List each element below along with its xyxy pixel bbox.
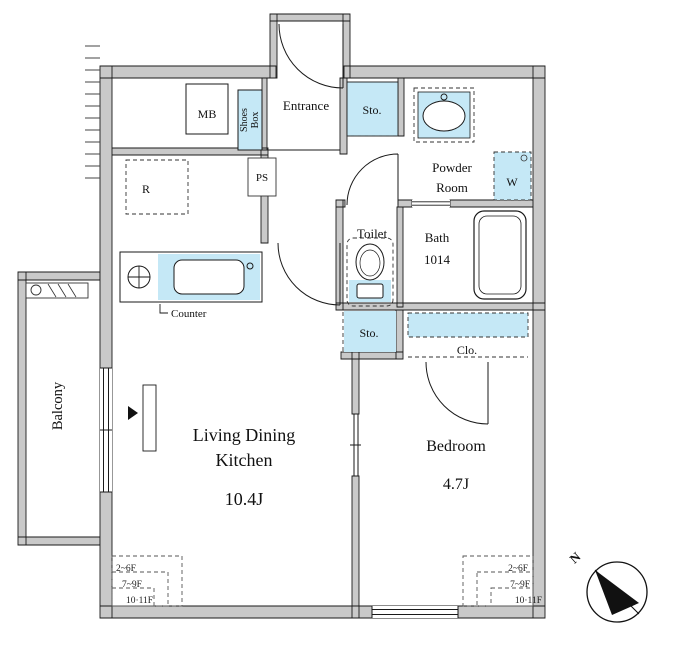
window-gap	[372, 606, 458, 618]
kitchen-counter	[119, 251, 263, 314]
bathtub-outer	[473, 210, 527, 300]
powder-label-line1: Powder	[432, 160, 472, 175]
bedroom-window	[371, 606, 459, 618]
hall-door-arc	[277, 242, 341, 306]
counter-leader-line	[159, 304, 168, 314]
ldk-size-label: 10.4J	[225, 489, 264, 509]
balcony-label: Balcony	[50, 381, 66, 430]
toilet-label: Toilet	[357, 226, 388, 241]
toilet-bowl-icon	[355, 243, 385, 281]
entrance-label: Entrance	[283, 98, 329, 113]
corridor-hatch-icon	[85, 45, 100, 179]
washer-space	[493, 151, 532, 201]
storage-mid-box	[342, 311, 396, 352]
sliding-door-lines	[412, 201, 450, 206]
drain-circle-icon	[30, 284, 42, 296]
floor-note-right-3: 10·11F	[515, 596, 542, 606]
floor-note-right-1: 2~6F	[508, 564, 528, 574]
shoes-box-label-line2: Box	[250, 112, 261, 129]
mb-label: MB	[198, 107, 217, 121]
storage-mid-label: Sto.	[359, 326, 378, 340]
ps-box	[247, 157, 277, 197]
mb-box	[185, 83, 229, 135]
faucet-icon	[246, 262, 254, 270]
floor-notes-right	[462, 555, 534, 607]
ldk-label-line2: Kitchen	[216, 450, 273, 470]
drain-hatch-icon	[47, 283, 77, 298]
shoes-box-label: ShoesBox	[239, 108, 261, 132]
floor-note-left-3: 10·11F	[126, 596, 153, 606]
stove-cross-icon	[128, 266, 150, 288]
ldk-bedroom-sliding-door	[350, 414, 361, 476]
storage-fill	[344, 311, 396, 352]
toilet-dashed-outline	[346, 237, 394, 307]
powder-label-line2: Room	[436, 180, 468, 195]
storage-fill	[346, 81, 399, 137]
washer-tap-icon	[520, 154, 528, 162]
bedroom-door-arc	[425, 361, 489, 425]
shoes-box-label-line1: Shoes	[239, 108, 250, 132]
window-glass-lines	[371, 606, 459, 618]
sliding-door-lines	[350, 414, 361, 476]
north-label: N	[566, 549, 583, 567]
bedroom-label: Bedroom	[426, 438, 486, 455]
bath-label: Bath	[425, 230, 450, 245]
sink-bowl-icon	[173, 259, 245, 295]
balcony-structure	[17, 271, 101, 546]
floor-note-left-1: 2~6F	[116, 564, 136, 574]
closet-fill	[407, 312, 529, 338]
washer-label: W	[506, 175, 518, 189]
compass-icon	[586, 561, 648, 623]
doors	[277, 23, 489, 425]
bedroom-size-label: 4.7J	[443, 476, 469, 493]
washer-fill	[493, 151, 532, 201]
floor-notes-left	[111, 555, 183, 607]
door-gap	[412, 200, 450, 207]
bathtub-inner	[478, 215, 522, 295]
counter-label: Counter	[171, 308, 207, 320]
fridge-space	[125, 159, 189, 215]
direction-marker-icon	[128, 406, 138, 420]
washbasin	[413, 87, 475, 143]
bath-size-label: 1014	[424, 252, 451, 267]
balcony-drain-icon	[25, 282, 89, 299]
entrance-door-arc	[278, 23, 344, 89]
toilet-tank-icon	[356, 283, 384, 299]
basin-faucet-icon	[440, 93, 448, 101]
floor-note-box	[490, 587, 534, 607]
toilet-fixture	[346, 237, 394, 307]
closet-label: Clo.	[457, 343, 477, 357]
floor-note-box	[111, 587, 155, 607]
bathtub-icon	[473, 210, 527, 300]
basin-bowl-icon	[422, 100, 466, 132]
basin-dashed-outline	[413, 87, 475, 143]
fridge-label: R	[142, 182, 150, 196]
compass-needle	[595, 570, 639, 615]
toilet-door-arc	[346, 153, 399, 206]
storage-top-box	[346, 81, 399, 137]
toilet-seat-icon	[359, 249, 381, 277]
sliding-leaf-icon	[142, 384, 157, 452]
ldk-label-line1: Living Dining	[193, 425, 296, 445]
window-glass-lines	[100, 367, 112, 493]
balcony-sliding-window	[100, 367, 112, 493]
shoes-box	[237, 89, 263, 151]
floor-note-left-2: 7~9F	[122, 580, 142, 590]
floor-note-right-2: 7~9F	[510, 580, 530, 590]
ps-label: PS	[256, 172, 268, 184]
closet-box	[407, 312, 529, 358]
storage-top-label: Sto.	[362, 103, 381, 117]
bath-sliding-door	[412, 200, 450, 207]
